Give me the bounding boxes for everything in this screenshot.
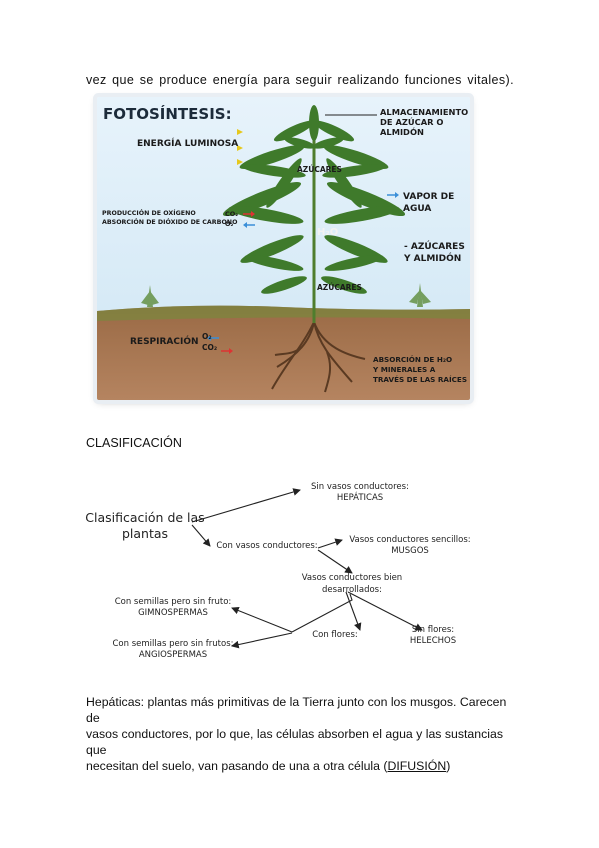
concept-map-arrows xyxy=(191,488,423,649)
water-formula-label: H₂O xyxy=(317,227,339,238)
map-angiosperms-node: Con semillas pero sin frutos:ANGIOSPERMA… xyxy=(112,639,234,660)
map-gymnosperms-node: Con semillas pero sin fruto:GIMNOSPERMAS xyxy=(114,597,232,618)
map-no-flowers-node: Sin flores:HELECHOS xyxy=(409,625,457,646)
map-flowers-node: Con flores: xyxy=(312,630,358,640)
respiration-label: RESPIRACIÓN xyxy=(130,337,199,347)
sunlight-arrows-icon xyxy=(237,129,243,165)
light-energy-label: ENERGÍA LUMINOSA xyxy=(137,139,239,149)
roots-illustration xyxy=(271,321,366,393)
top-paragraph: vez que se produce energía para seguir r… xyxy=(86,73,514,87)
figure-title: FOTOSÍNTESIS: xyxy=(103,105,232,123)
map-simple-vessels-node: Vasos conductores sencillos:MUSGOS xyxy=(349,535,471,556)
sugars-lower-label: AZÚCARES xyxy=(317,283,362,292)
gas-exchange-arrows-icon xyxy=(207,192,399,354)
sugars-upper-label: AZÚCARES xyxy=(297,165,342,174)
section-title: CLASIFICACIÓN xyxy=(86,436,182,450)
photosynthesis-illustration xyxy=(97,97,470,400)
plant-leaves xyxy=(222,105,406,294)
map-vascular-node: Con vasos conductores: xyxy=(216,541,318,551)
difusion-link[interactable]: DIFUSIÓN xyxy=(387,759,447,773)
hepaticas-paragraph: Hepáticas: plantas más primitivas de la … xyxy=(86,695,507,773)
map-non-vascular-node: Sin vasos conductores:HEPÁTICAS xyxy=(311,482,409,503)
